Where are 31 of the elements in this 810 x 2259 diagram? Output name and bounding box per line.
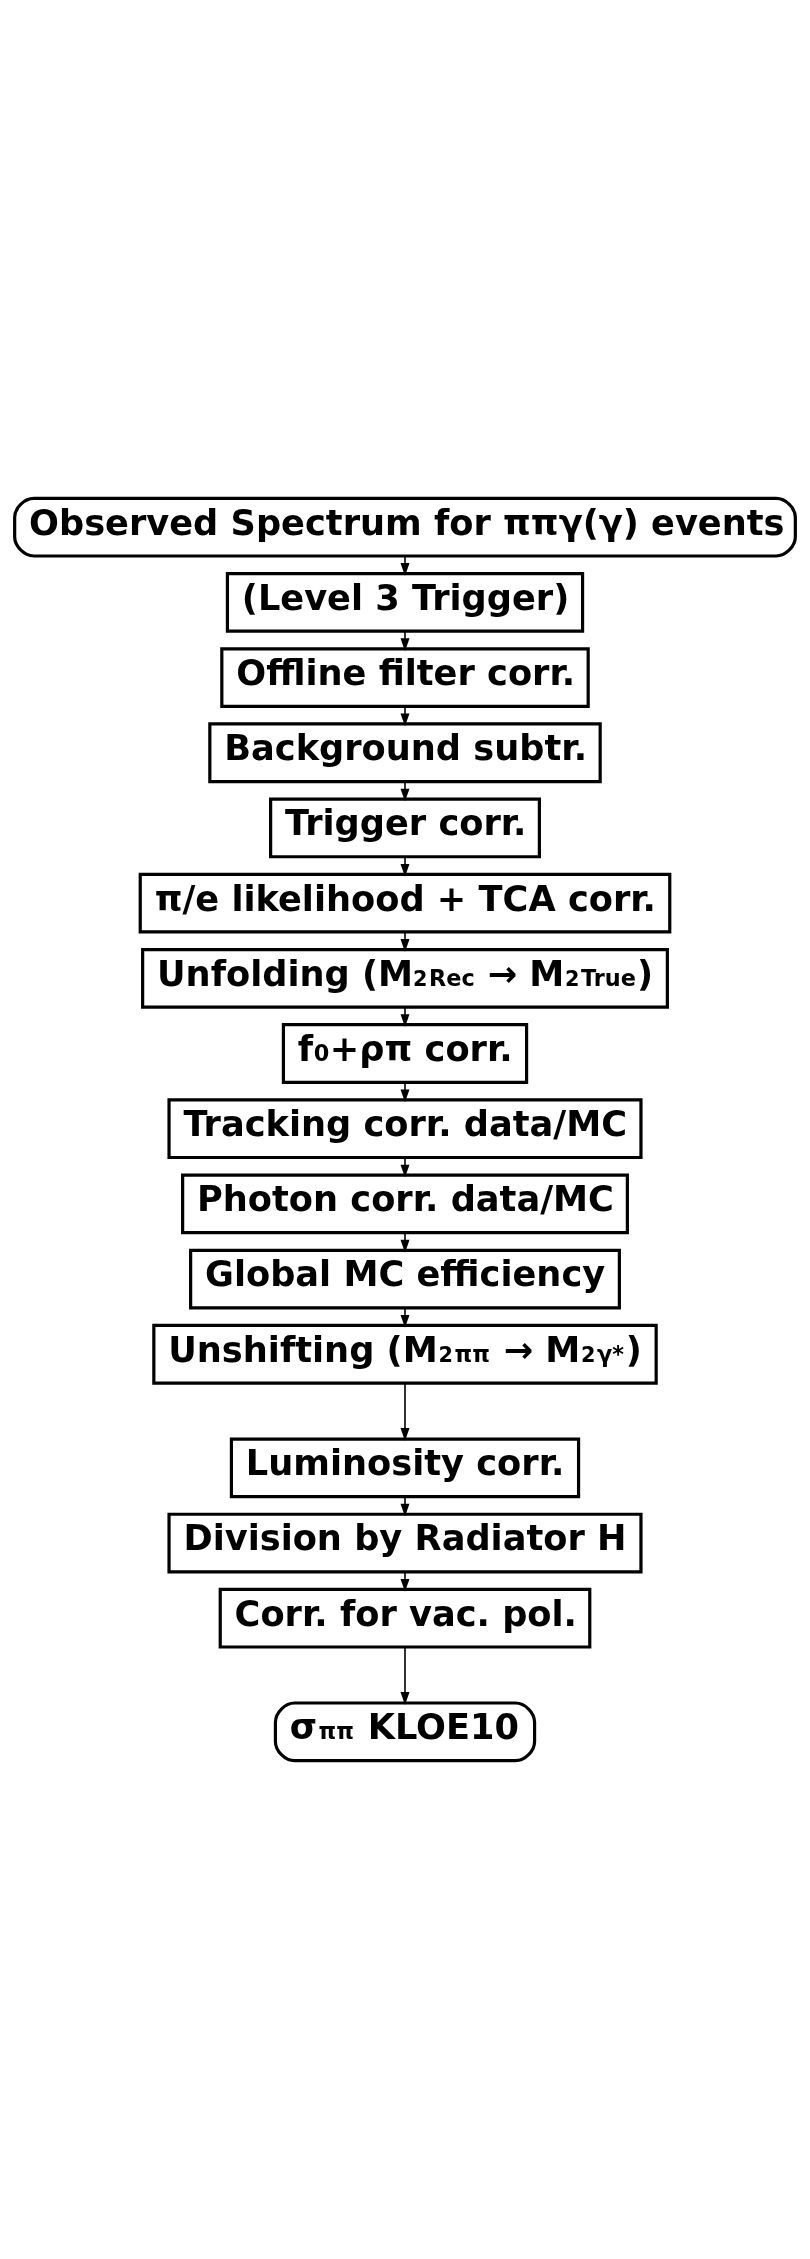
arrow [400, 931, 410, 952]
arrow [400, 1646, 410, 1705]
node-box: Tracking corr. data/MC [167, 1098, 643, 1160]
arrow [400, 1231, 410, 1253]
node-box: Luminosity corr. [229, 1437, 581, 1499]
node-box: f0+ρπ corr. [281, 1023, 529, 1084]
node-box: Photon corr. data/MC [181, 1173, 629, 1235]
node-box: Corr. for vac. pol. [218, 1587, 592, 1649]
node-box: (Level 3 Trigger) [225, 572, 585, 633]
arrow [400, 855, 410, 877]
node-box: Trigger corr. [269, 797, 541, 859]
node-box: Observed Spectrum for ππγ(γ) events [13, 496, 797, 558]
node-box: Division by Radiator H [167, 1512, 643, 1574]
arrow [400, 1495, 410, 1517]
arrow [400, 555, 410, 576]
node-box: Background subtr. [208, 722, 602, 784]
arrow [400, 1307, 410, 1328]
arrow [400, 1006, 410, 1028]
arrow [400, 630, 410, 652]
arrow [400, 1382, 410, 1441]
node-box: Unshifting (M2ππ → M2γ*) [152, 1323, 658, 1385]
node-box: σππ KLOE10 [273, 1701, 537, 1763]
arrow [400, 1081, 410, 1103]
node-box: Global MC efficiency [189, 1248, 621, 1310]
arrow [400, 1156, 410, 1178]
node-box: Unfolding (M2Rec → M2True) [141, 947, 669, 1009]
arrow [400, 705, 410, 727]
arrow [400, 1571, 410, 1592]
node-box: π/e likelihood + TCA corr. [138, 872, 672, 934]
node-box: Offline filter corr. [220, 647, 590, 708]
arrow [400, 780, 410, 802]
